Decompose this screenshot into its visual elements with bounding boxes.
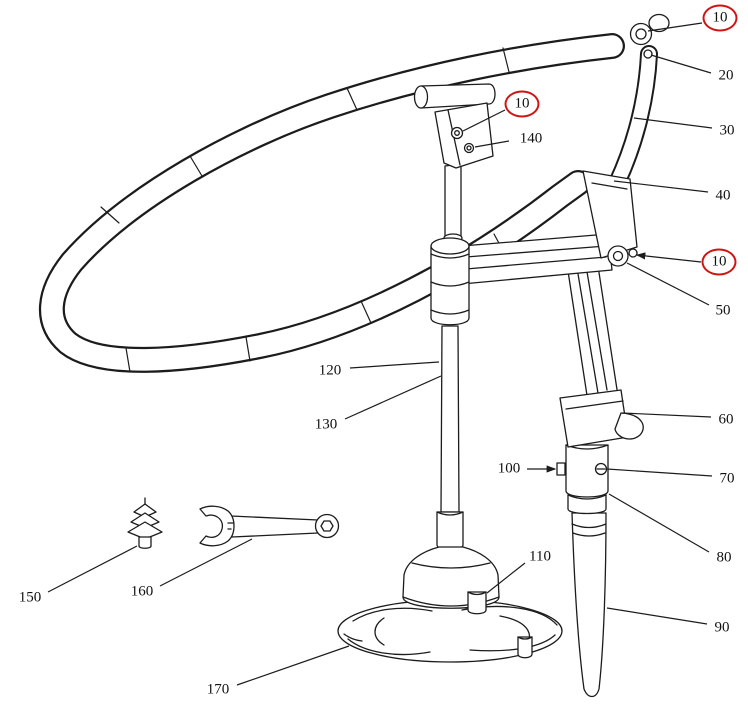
callout-10-middle: 10 bbox=[504, 90, 540, 118]
callout-110: 110 bbox=[529, 548, 551, 565]
callout-90: 90 bbox=[714, 619, 730, 636]
rotor-pin bbox=[517, 636, 533, 659]
clamp-knob bbox=[614, 412, 644, 440]
callout-130: 130 bbox=[314, 416, 338, 433]
set-screw bbox=[556, 462, 566, 476]
callout-60: 60 bbox=[718, 411, 734, 428]
hub-boss bbox=[467, 591, 487, 615]
callout-70: 70 bbox=[719, 470, 735, 487]
support-arm-tube bbox=[608, 45, 658, 192]
callout-100: 100 bbox=[497, 460, 521, 477]
washer-stack bbox=[127, 497, 163, 549]
clamp-body bbox=[556, 444, 609, 498]
clamp-bracket bbox=[559, 389, 644, 448]
support-leg bbox=[571, 512, 607, 698]
slide-bar bbox=[565, 252, 619, 403]
motor-column bbox=[413, 83, 496, 551]
callout-170: 170 bbox=[206, 681, 230, 698]
callout-120: 120 bbox=[318, 362, 342, 379]
wrench-handle bbox=[230, 515, 319, 538]
wrench-open-jaw bbox=[199, 505, 235, 547]
callout-80: 80 bbox=[716, 549, 732, 566]
upper-tube bbox=[444, 163, 462, 241]
shaft-collar bbox=[436, 511, 464, 551]
agitator-rotor bbox=[337, 599, 563, 663]
mounting-bracket bbox=[434, 102, 494, 169]
callout-10-right: 10 bbox=[701, 248, 737, 276]
top-handle-cylinder bbox=[420, 83, 496, 109]
callout-150: 150 bbox=[18, 589, 42, 606]
callout-40: 40 bbox=[715, 187, 731, 204]
callout-50: 50 bbox=[715, 302, 731, 319]
callout-160: 160 bbox=[130, 583, 154, 600]
callout-20: 20 bbox=[718, 67, 734, 84]
handle-loop bbox=[38, 33, 625, 373]
callout-140: 140 bbox=[519, 130, 543, 147]
drive-shaft bbox=[440, 325, 460, 513]
wrench bbox=[199, 505, 340, 547]
pivot-pin bbox=[643, 49, 653, 59]
pivot-bolt bbox=[607, 245, 638, 267]
top-pivot-assembly bbox=[629, 13, 670, 59]
callout-30: 30 bbox=[719, 122, 735, 139]
callout-10-top: 10 bbox=[702, 4, 738, 32]
pivot-side-nut bbox=[628, 248, 638, 258]
